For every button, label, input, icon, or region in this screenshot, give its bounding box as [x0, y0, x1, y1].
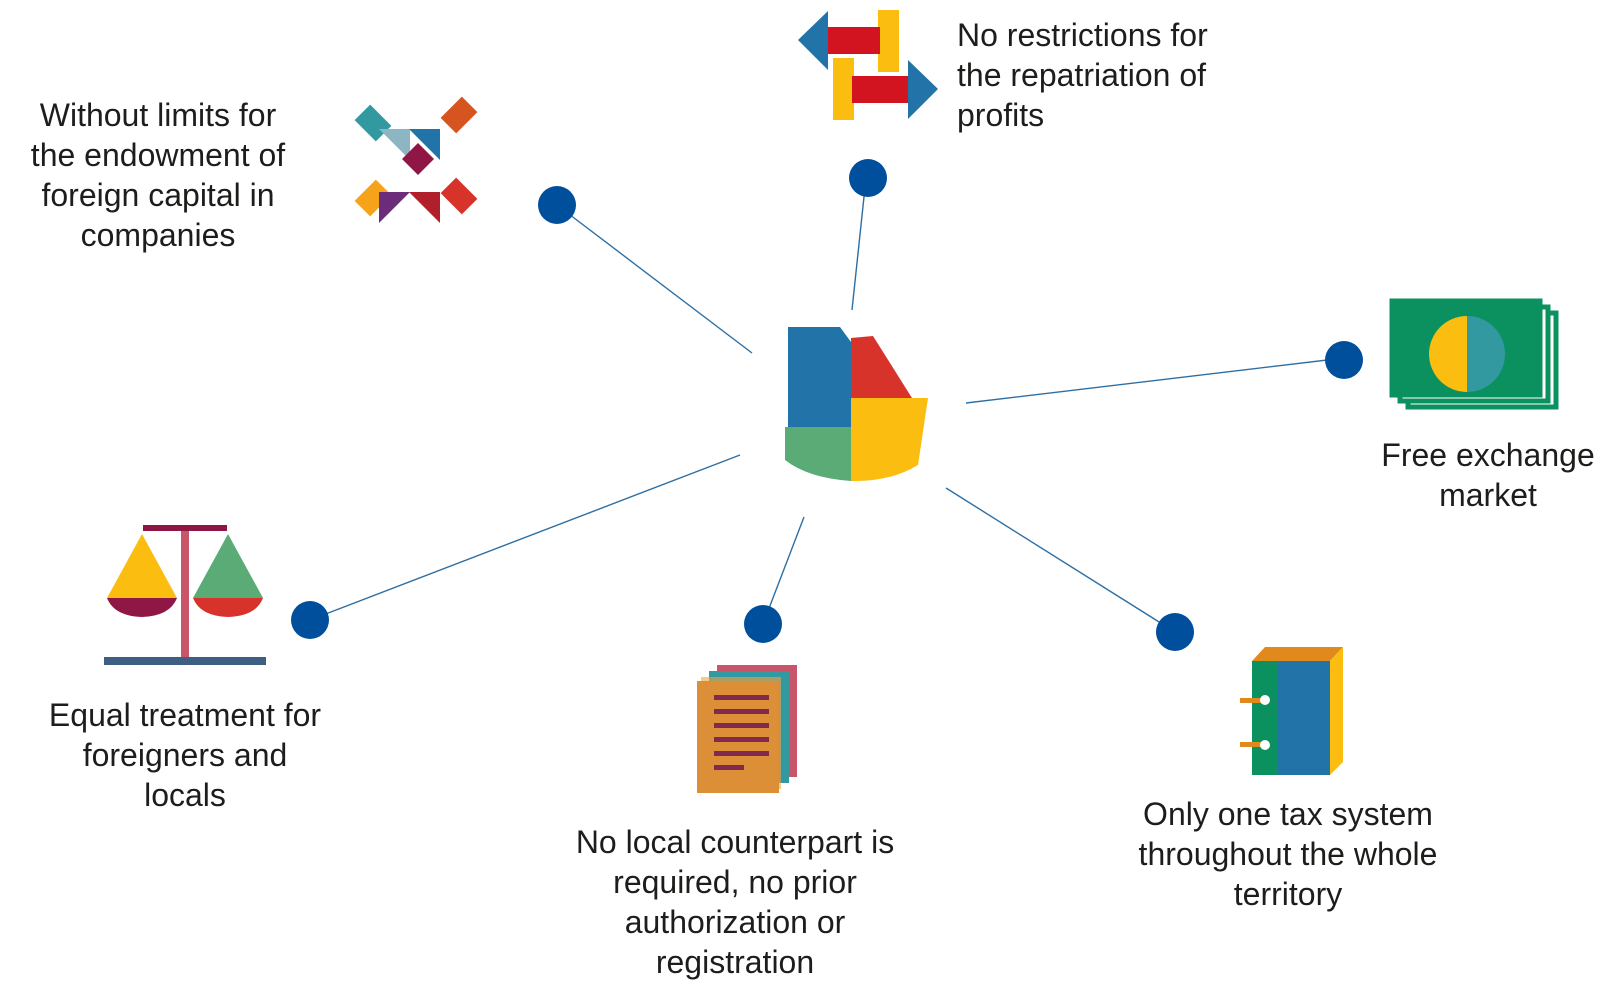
label-tax: Only one tax system throughout the whole…	[1108, 794, 1468, 914]
label-registration-line-4: registration	[655, 944, 815, 980]
notebook-icon	[1240, 647, 1343, 775]
node-registration	[744, 605, 782, 643]
connector-repatriation	[851, 177, 867, 311]
node-repatriation	[849, 159, 887, 197]
label-equal-line-3: locals	[144, 777, 226, 813]
opposite-arrows-icon	[798, 10, 938, 120]
label-repatriation-line-1: No restrictions for	[957, 17, 1208, 53]
connector-exchange	[965, 357, 1345, 404]
label-capital-line-2: the endowment of	[30, 137, 286, 173]
node-exchange	[1325, 341, 1363, 379]
connector-equal	[309, 454, 741, 621]
connector-lines	[309, 177, 1345, 633]
label-capital: Without limits for the endowment of fore…	[8, 95, 308, 255]
label-equal-line-1: Equal treatment for	[48, 697, 322, 733]
label-capital-line-1: Without limits for	[39, 97, 277, 133]
label-exchange-line-2: market	[1439, 477, 1537, 513]
node-equal	[291, 601, 329, 639]
label-exchange: Free exchange market	[1368, 435, 1608, 515]
label-registration-line-3: authorization or	[624, 904, 846, 940]
label-tax-line-2: throughout the whole	[1138, 836, 1438, 872]
converging-arrows-icon	[354, 96, 478, 223]
label-equal-line-2: foreigners and	[82, 737, 288, 773]
label-registration-line-1: No local counterpart is	[575, 824, 895, 860]
documents-icon	[697, 665, 797, 793]
label-registration: No local counterpart is required, no pri…	[545, 822, 925, 982]
label-repatriation: No restrictions for the repatriation of …	[957, 15, 1277, 135]
balance-scale-icon	[104, 525, 266, 665]
pie-chart-icon	[785, 327, 928, 482]
label-capital-line-4: companies	[80, 217, 236, 253]
label-tax-line-3: territory	[1233, 876, 1343, 912]
label-tax-line-1: Only one tax system	[1143, 796, 1433, 832]
label-registration-line-2: required, no prior	[613, 864, 857, 900]
label-repatriation-line-3: profits	[957, 97, 1045, 133]
banknotes-icon	[1389, 298, 1559, 410]
label-capital-line-3: foreign capital in	[41, 177, 275, 213]
connector-registration	[762, 516, 805, 625]
label-equal: Equal treatment for foreigners and local…	[20, 695, 350, 815]
connector-capital	[556, 204, 753, 354]
connector-nodes	[291, 159, 1363, 651]
node-tax	[1156, 613, 1194, 651]
label-repatriation-line-2: the repatriation of	[957, 57, 1207, 93]
node-capital	[538, 186, 576, 224]
label-exchange-line-1: Free exchange	[1381, 437, 1595, 473]
connector-tax	[945, 487, 1176, 633]
